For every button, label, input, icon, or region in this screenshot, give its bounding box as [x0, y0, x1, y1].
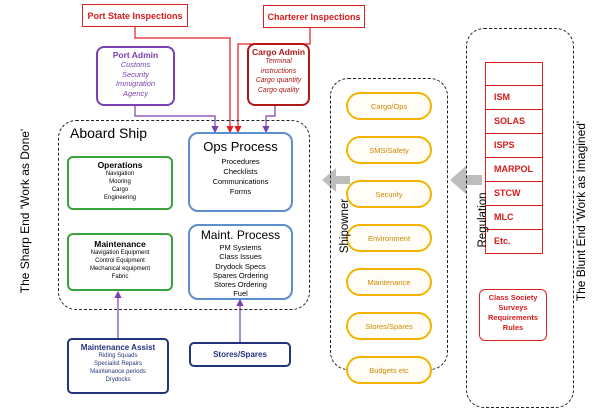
sharp-end-label: The Sharp End 'Work as Done': [18, 128, 32, 294]
shipowner-item-label: Budgets etc: [369, 365, 409, 375]
operations-item: Mooring: [109, 179, 131, 185]
maint-process-item: PM Systems: [219, 243, 262, 252]
ops-process-title: Ops Process: [203, 139, 278, 154]
port-admin-title: Port Admin: [112, 50, 159, 60]
operations-item: Navigation: [105, 171, 135, 177]
cargo-admin-item: Cargo quality: [257, 86, 300, 94]
maintenance-assist-item: Riding Squads: [98, 353, 138, 359]
maintenance-assist-item: Maintenance periods: [90, 369, 146, 375]
port-admin-item: Security: [121, 69, 150, 79]
regulation-item: ISM: [485, 86, 543, 110]
stores-spares-box: Stores/Spares: [189, 342, 291, 367]
cargo-admin-item: Terminal: [265, 58, 292, 65]
ops-process-item: Communications: [212, 177, 269, 186]
ops-process-box: Ops Process Procedures Checklists Commun…: [188, 132, 293, 212]
cargo-admin-item: Cargo quantity: [255, 77, 302, 84]
cargo-admin-box: Cargo Admin Terminal instructions Cargo …: [247, 43, 310, 106]
class-society-line: Requirements: [487, 313, 538, 322]
maintenance-item: Control Equipment: [95, 258, 145, 264]
maintenance-item: Navigation Equipment: [90, 250, 150, 256]
port-state-inspections-box: Port State Inspections: [82, 4, 188, 27]
shipowner-item-label: Security: [375, 189, 403, 199]
shipowner-item: Maintenance: [346, 268, 432, 296]
shipowner-pill-list: Cargo/Ops SMS/Safety Security Environmen…: [346, 92, 432, 384]
regulation-item: [485, 62, 543, 86]
ops-process-item: Forms: [229, 187, 252, 196]
regulation-list: ISM SOLAS ISPS MARPOL STCW MLC Etc.: [485, 62, 543, 254]
operations-box: Operations Navigation Mooring Cargo Engi…: [67, 156, 173, 210]
maintenance-assist-box: Maintenance Assist Riding Squads Special…: [67, 338, 169, 394]
maint-process-item: Drydock Specs: [215, 261, 266, 271]
port-admin-box: Port Admin Customs Security Immigration …: [96, 46, 175, 106]
port-admin-item: Immigration: [115, 79, 156, 88]
port-admin-item: Agency: [122, 88, 149, 98]
class-society-line: Class Society: [488, 293, 538, 302]
shipowner-item: Budgets etc: [346, 356, 432, 384]
regulation-item: Etc.: [485, 230, 543, 254]
maint-process-item: Fuel: [233, 289, 248, 299]
shipowner-item-label: SMS/Safety: [369, 145, 409, 155]
stores-spares-label: Stores/Spares: [213, 350, 267, 359]
shipowner-item: Stores/Spares: [346, 312, 432, 340]
maintenance-title: Maintenance: [94, 239, 146, 249]
maintenance-item: Mechanical equipment: [89, 266, 151, 272]
class-society-line: Surveys: [498, 303, 528, 312]
port-admin-item: Customs: [120, 60, 151, 69]
class-society-line: Rules: [502, 323, 524, 332]
operations-item: Engineering: [103, 195, 137, 201]
regulation-item: SOLAS: [485, 110, 543, 134]
regulation-item: MLC: [485, 206, 543, 230]
shipowner-item-label: Environment: [367, 233, 411, 243]
shipowner-item: Security: [346, 180, 432, 208]
shipowner-item: SMS/Safety: [346, 136, 432, 164]
maint-process-title: Maint. Process: [200, 228, 281, 242]
operations-title: Operations: [97, 160, 143, 170]
regulation-label: Regulation: [477, 192, 489, 248]
maintenance-item: Fabric: [111, 274, 129, 280]
aboard-ship-title: Aboard Ship: [70, 125, 148, 141]
regulation-item: ISPS: [485, 134, 543, 158]
regulation-container: [466, 28, 574, 408]
maintenance-assist-item: Specialist Repairs: [93, 361, 143, 367]
cargo-admin-title: Cargo Admin: [251, 47, 306, 57]
maintenance-box: Maintenance Navigation Equipment Control…: [67, 233, 173, 291]
blunt-end-label: The Blunt End 'Work as Imagined': [574, 120, 588, 302]
shipowner-item-label: Cargo/Ops: [370, 101, 408, 111]
shipowner-item: Cargo/Ops: [346, 92, 432, 120]
maintenance-assist-item: Drydocks: [105, 377, 131, 383]
maint-process-box: Maint. Process PM Systems Class Issues D…: [188, 224, 293, 300]
maint-process-item: Spares Ordering: [212, 270, 269, 280]
regulation-item: MARPOL: [485, 158, 543, 182]
ops-process-item: Procedures: [221, 157, 260, 166]
shipowner-label: Shipowner: [339, 198, 351, 254]
shipowner-item-label: Stores/Spares: [365, 321, 413, 331]
maint-process-item: Stores Ordering: [214, 280, 267, 290]
class-society-box: Class Society Surveys Requirements Rules: [479, 289, 547, 341]
operations-item: Cargo: [111, 187, 129, 193]
charterer-inspections-label: Charterer Inspections: [267, 11, 361, 22]
charterer-inspections-box: Charterer Inspections: [263, 5, 365, 28]
cargo-admin-list: Terminal instructions Cargo quantity Car…: [249, 57, 308, 95]
shipowner-item-label: Maintenance: [367, 277, 411, 287]
port-state-inspections-label: Port State Inspections: [87, 10, 183, 21]
ops-process-item: Checklists: [223, 167, 258, 176]
maintenance-assist-title: Maintenance Assist: [80, 343, 156, 352]
regulation-item: STCW: [485, 182, 543, 206]
shipowner-item: Environment: [346, 224, 432, 252]
aboard-ship-container: [58, 120, 310, 310]
cargo-admin-item: instructions: [260, 67, 297, 75]
port-admin-list: Customs Security Immigration Agency: [98, 60, 173, 98]
maint-process-item: Class Issues: [219, 252, 262, 262]
